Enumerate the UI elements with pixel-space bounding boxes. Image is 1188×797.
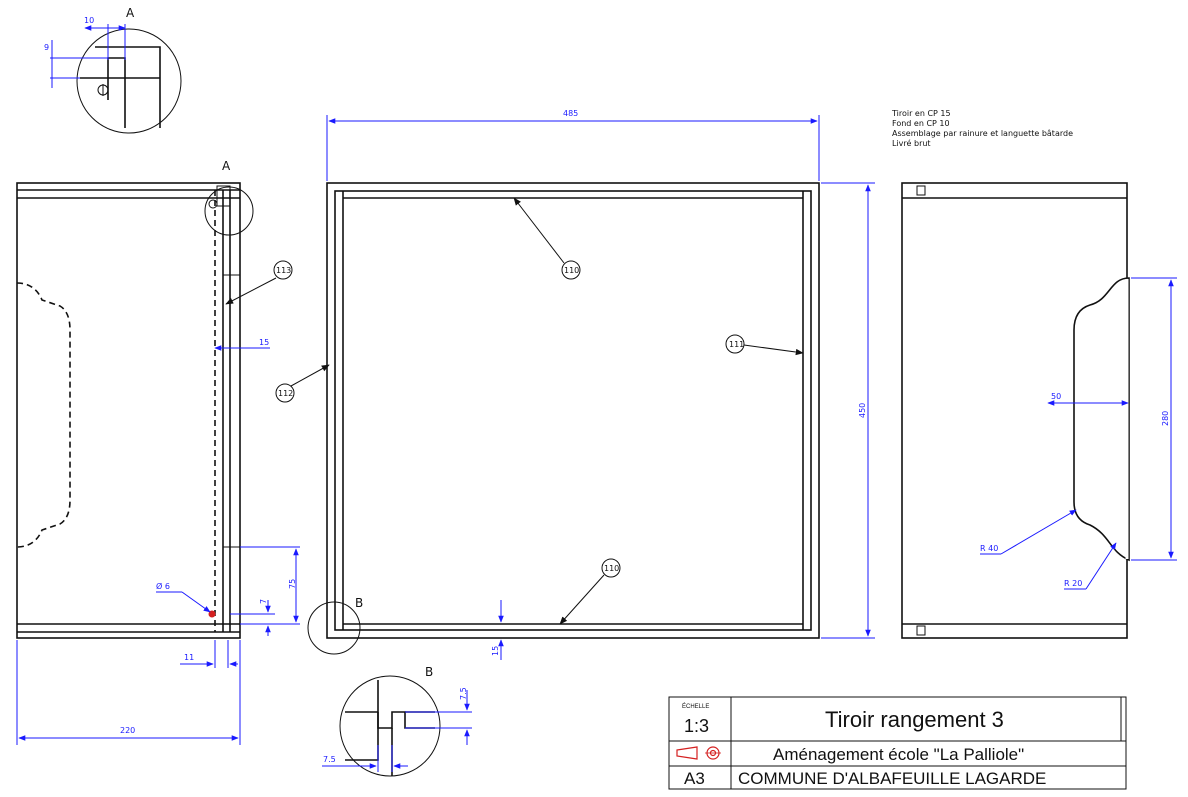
dim-485: 485 [563, 109, 578, 118]
part-112: 112 [278, 389, 293, 398]
detail-b-callout-label: B [355, 596, 363, 610]
dim-15-side: 15 [259, 338, 269, 347]
note-3: Assemblage par rainure et languette bâta… [892, 129, 1073, 138]
dim-280: 280 [1161, 411, 1170, 426]
dim-220: 220 [120, 726, 135, 735]
drawing-title: Tiroir rangement 3 [825, 707, 1004, 732]
detail-a-callout-label: A [222, 159, 231, 173]
note-2: Fond en CP 10 [892, 119, 950, 128]
scale-value: 1:3 [684, 716, 709, 736]
dim-11: 11 [184, 653, 194, 662]
detail-a-label: A [126, 6, 135, 20]
dim-b-7-5-right: 7.5 [459, 687, 468, 700]
part-callout-113: 113 [225, 260, 293, 305]
dim-r20: R 20 [1064, 579, 1082, 588]
dim-b-7-5-left: 7.5 [323, 755, 336, 764]
part-callout-112: 112 [275, 364, 330, 403]
part-111: 111 [729, 340, 744, 349]
detail-a: 10 9 A [44, 6, 182, 134]
part-callout-110-top: 110 [513, 197, 581, 280]
front-view-dimensions: 280 50 R 40 R 20 [980, 277, 1177, 590]
first-angle-projection-icon [676, 746, 721, 760]
plan-view: B [307, 182, 820, 655]
drawing-subtitle: Aménagement école "La Palliole" [773, 745, 1024, 764]
side-view-dimensions: 220 15 75 7 Ø 6 11 [16, 338, 300, 745]
dim-d6: Ø 6 [156, 581, 170, 591]
detail-b: B 7.5 7.5 [322, 665, 472, 777]
dim-7: 7 [259, 599, 268, 604]
part-110-top: 110 [564, 266, 579, 275]
detail-b-label: B [425, 665, 433, 679]
title-block: ÉCHELLE 1:3 Tiroir rangement 3 Aménageme… [668, 696, 1127, 790]
front-view-right [901, 182, 1130, 639]
side-view-left: A [16, 159, 254, 639]
dim-r40: R 40 [980, 544, 998, 553]
dim-450: 450 [858, 403, 867, 418]
dim-75: 75 [288, 579, 297, 589]
note-1: Tiroir en CP 15 [891, 109, 951, 118]
dim-a-10: 10 [84, 16, 94, 25]
part-113: 113 [276, 266, 291, 275]
part-callout-111: 111 [725, 334, 804, 356]
owner-name: COMMUNE D'ALBAFEUILLE LAGARDE [738, 769, 1046, 788]
material-notes: Tiroir en CP 15 Fond en CP 10 Assemblage… [891, 109, 1073, 148]
dim-a-9: 9 [44, 43, 49, 52]
dim-15-bottom: 15 [491, 646, 500, 656]
sheet-format: A3 [684, 769, 705, 788]
scale-label: ÉCHELLE [682, 703, 709, 710]
part-callout-110-bottom: 110 [559, 558, 621, 625]
dim-50: 50 [1051, 392, 1061, 401]
note-4: Livré brut [892, 138, 931, 148]
part-110-bottom: 110 [604, 564, 619, 573]
plan-view-dimensions: 485 450 15 [326, 109, 875, 660]
